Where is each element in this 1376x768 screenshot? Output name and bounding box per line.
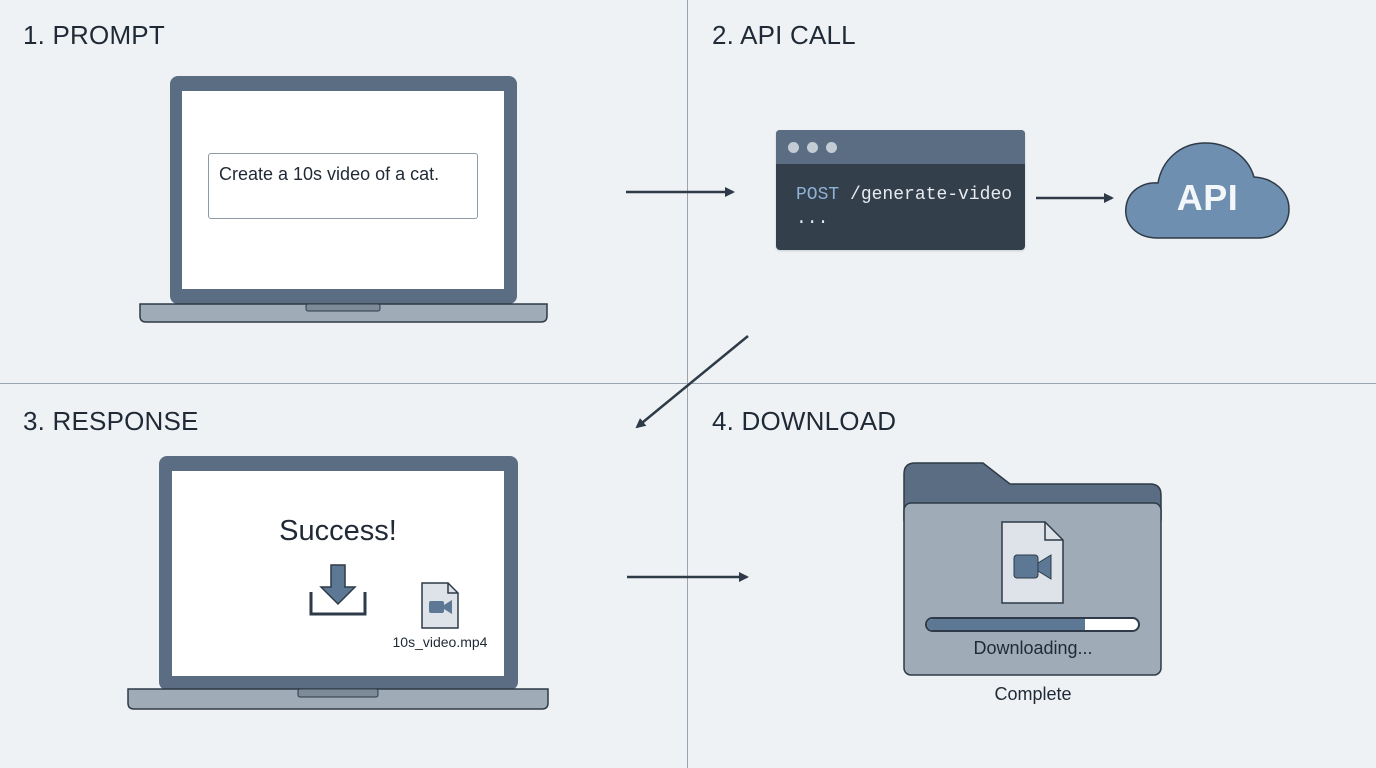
video-file-icon	[421, 582, 459, 629]
complete-label: Complete	[994, 684, 1072, 704]
cloud-icon	[1125, 142, 1290, 239]
window-dot-icon	[807, 142, 818, 153]
step-2-title: 2. API CALL	[712, 20, 856, 50]
window-dot-icon	[788, 142, 799, 153]
file-name[interactable]: 10s_video.mp4	[392, 634, 488, 650]
success-message: Success!	[279, 515, 397, 547]
horizontal-divider	[0, 383, 1376, 384]
terminal-title-bar	[776, 130, 1025, 164]
prompt-input[interactable]: Create a 10s video of a cat.	[208, 153, 478, 219]
laptop-icon	[127, 456, 549, 710]
request-code: POST /generate-video ...	[796, 183, 1012, 231]
progress-fill	[927, 619, 1086, 630]
download-progress-bar	[925, 617, 1140, 632]
video-file-icon	[1001, 521, 1064, 604]
arrow-icon	[635, 335, 749, 429]
http-method: POST	[796, 185, 840, 205]
terminal-window-icon: POST /generate-video ...	[776, 130, 1025, 250]
endpoint-path: /generate-video	[850, 185, 1013, 205]
download-status: Downloading...	[973, 638, 1093, 658]
step-1-title: 1. PROMPT	[23, 20, 165, 50]
window-dot-icon	[826, 142, 837, 153]
download-icon	[309, 564, 367, 616]
api-label: API	[1176, 177, 1239, 218]
step-4-title: 4. DOWNLOAD	[712, 406, 897, 436]
code-continuation: ...	[796, 209, 829, 229]
step-3-title: 3. RESPONSE	[23, 406, 199, 436]
